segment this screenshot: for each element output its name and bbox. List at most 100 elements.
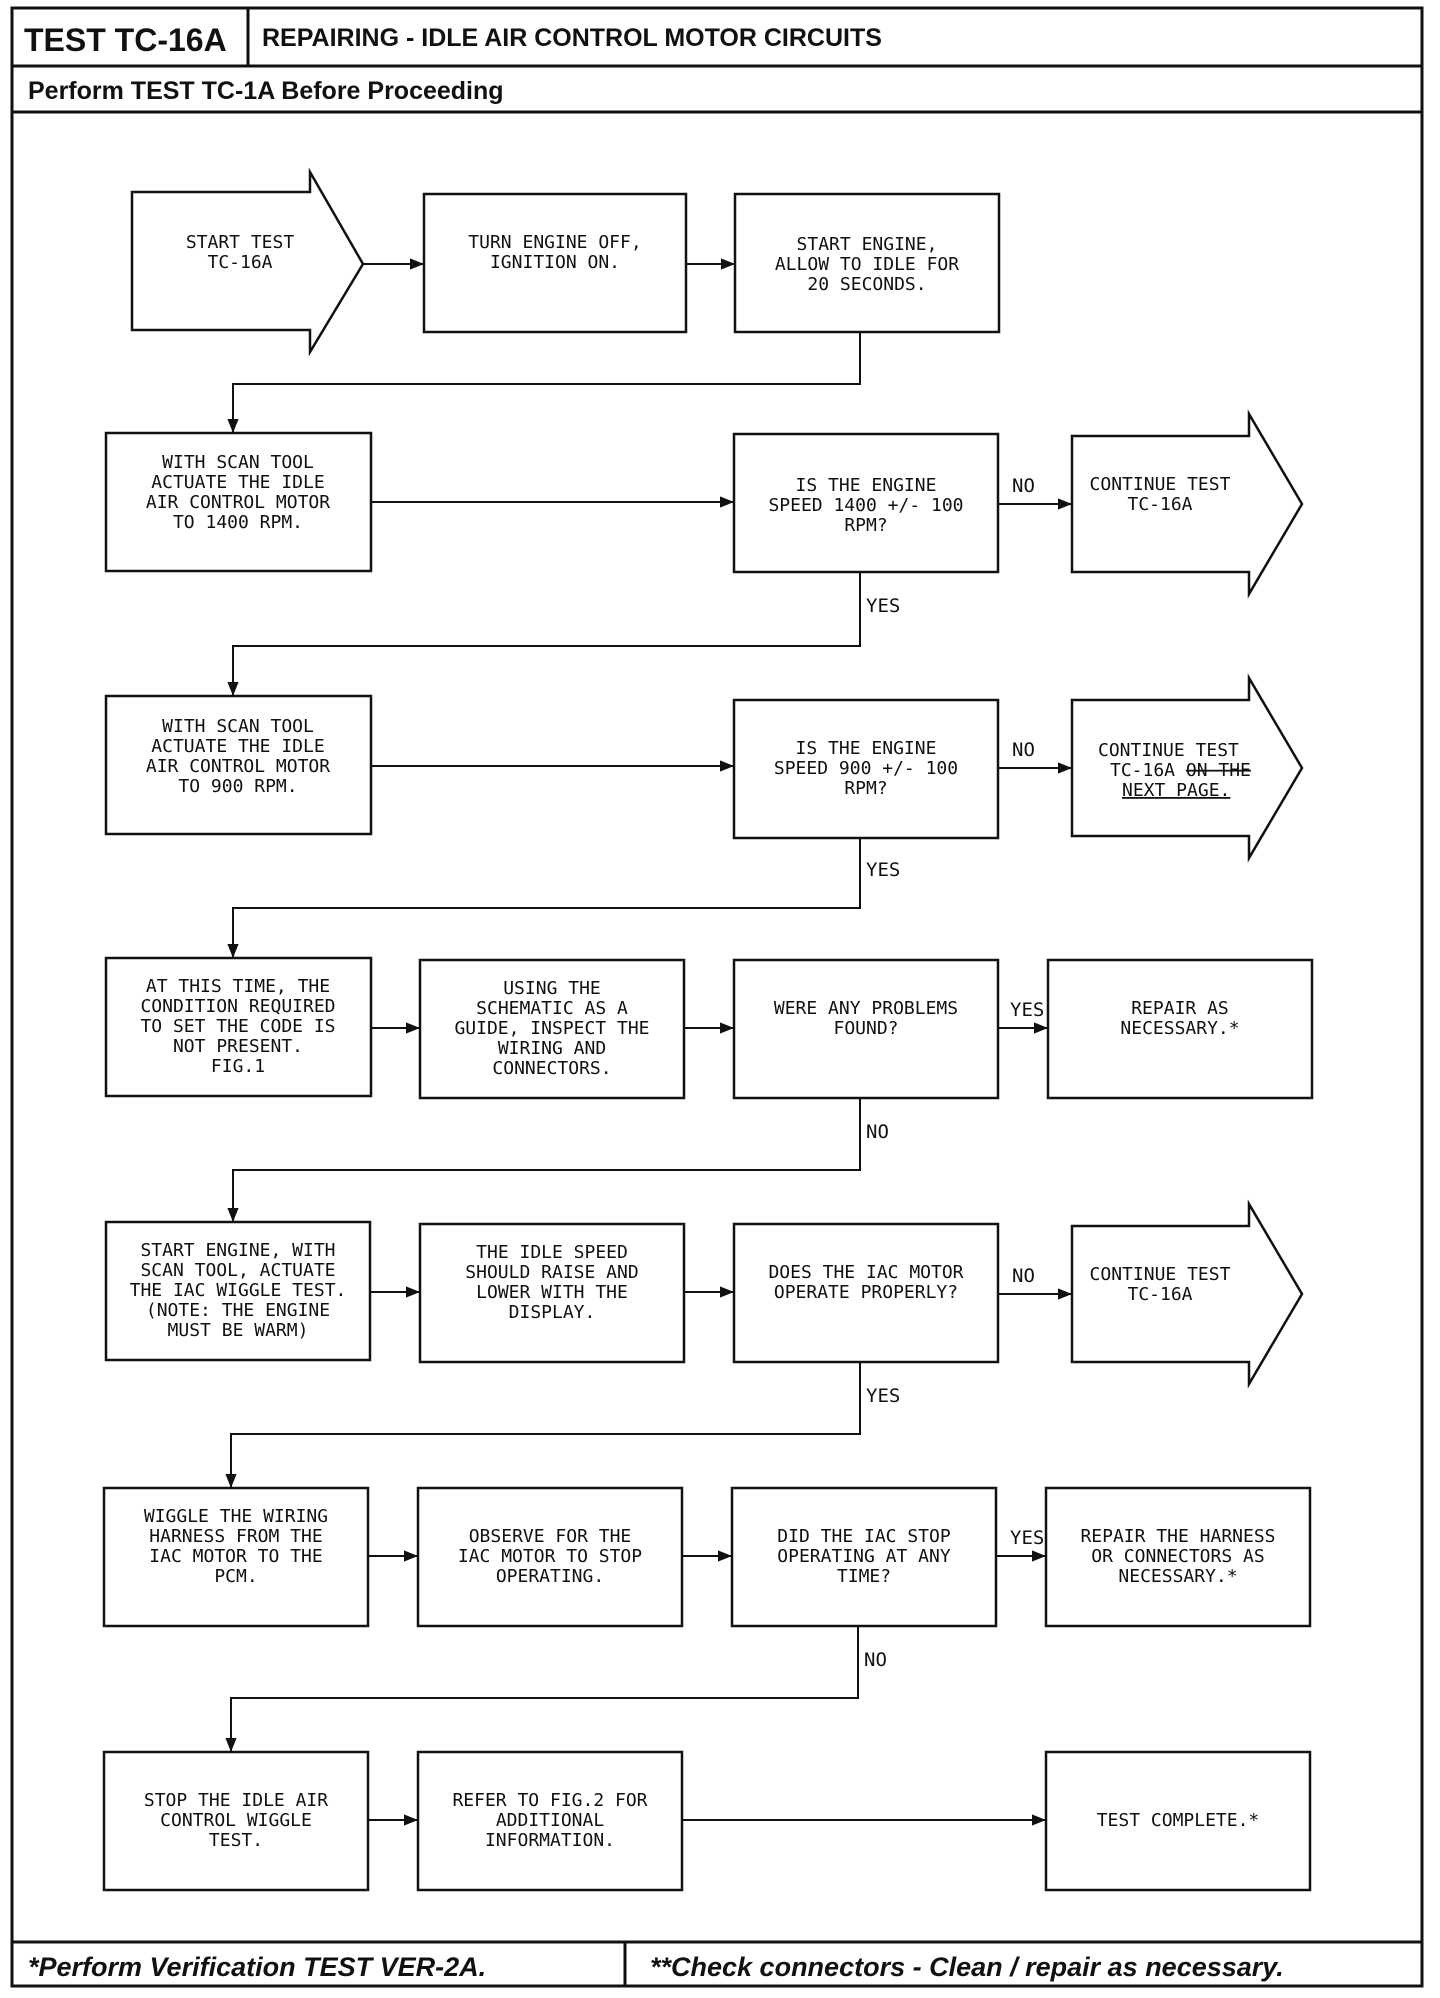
box-text-line: WIRING AND — [498, 1038, 606, 1059]
box-text-line: TURN ENGINE OFF, — [468, 232, 641, 253]
box-text-line: IAC MOTOR TO STOP — [458, 1546, 642, 1567]
box-text-line: SPEED 900 +/- 100 — [774, 758, 958, 779]
continue-2-struck-on-the: ON THE — [1186, 760, 1251, 781]
label-no-2: NO — [1012, 739, 1035, 761]
box-text-line: START TEST — [186, 232, 295, 253]
box-text-line: MUST BE WARM) — [168, 1320, 309, 1341]
box-text-line: TC-16A — [207, 252, 272, 273]
box-text-line: TIME? — [837, 1566, 891, 1587]
box-text-line: WIGGLE THE WIRING — [144, 1506, 328, 1527]
box-text-line: ACTUATE THE IDLE — [151, 472, 324, 493]
label-yes-3: YES — [1010, 999, 1044, 1021]
continue-arrow-1-shape — [1070, 409, 1304, 599]
box-text-line: TEST COMPLETE.* — [1097, 1810, 1260, 1831]
box-text-line: IAC MOTOR TO THE — [149, 1546, 322, 1567]
box-text-line: AT THIS TIME, THE — [146, 976, 330, 997]
page-title: REPAIRING - IDLE AIR CONTROL MOTOR CIRCU… — [262, 24, 882, 52]
box-text-line: IS THE ENGINE — [796, 738, 937, 759]
connector-labels: NO YES NO YES YES NO NO YES YES NO — [864, 475, 1044, 1671]
continue-2-struck-next-page: NEXT PAGE. — [1122, 780, 1230, 801]
box-text-line: CONDITION REQUIRED — [140, 996, 335, 1017]
label-no-3: NO — [866, 1121, 889, 1143]
box-text-line: SCHEMATIC AS A — [476, 998, 628, 1019]
box-text-line: OBSERVE FOR THE — [469, 1526, 632, 1547]
box-text-line: FIG.1 — [211, 1056, 265, 1077]
label-no-1: NO — [1012, 475, 1035, 497]
box-text-line: THE IDLE SPEED — [476, 1242, 628, 1263]
footer-connectors-note: **Check connectors - Clean / repair as n… — [650, 1952, 1284, 1982]
box-text-line: TO 900 RPM. — [178, 776, 297, 797]
box-text-line: SPEED 1400 +/- 100 — [768, 495, 963, 516]
test-code: TEST TC-16A — [24, 22, 227, 58]
box-text-line: DISPLAY. — [509, 1302, 596, 1323]
box-text-line: TO SET THE CODE IS — [140, 1016, 335, 1037]
box-text-line: OR CONNECTORS AS — [1091, 1546, 1264, 1567]
continue-2-line1: CONTINUE TEST — [1098, 740, 1239, 761]
label-yes-5: YES — [1010, 1527, 1044, 1549]
label-no-4: NO — [1012, 1265, 1035, 1287]
box-text-line: PCM. — [214, 1566, 257, 1587]
continue-2-code: TC-16A — [1110, 760, 1186, 781]
box-text-line: IGNITION ON. — [490, 252, 620, 273]
box-text-line: REFER TO FIG.2 FOR — [452, 1790, 647, 1811]
box-text-line: RPM? — [844, 778, 887, 799]
box-text-line: WITH SCAN TOOL — [162, 716, 314, 737]
prerequisite-note: Perform TEST TC-1A Before Proceeding — [28, 77, 504, 105]
box-text-line: DOES THE IAC MOTOR — [768, 1262, 963, 1283]
box-text-line: RPM? — [844, 515, 887, 536]
label-no-5: NO — [864, 1649, 887, 1671]
box-text-line: FOUND? — [833, 1018, 898, 1039]
continue-2-line2: TC-16A ON THE — [1110, 760, 1251, 781]
box-text-line: STOP THE IDLE AIR — [144, 1790, 328, 1811]
box-text-line: SHOULD RAISE AND — [465, 1262, 638, 1283]
footer-verification-note: *Perform Verification TEST VER-2A. — [28, 1952, 486, 1982]
box-text-line: START ENGINE, WITH — [140, 1240, 335, 1261]
box-text-line: ACTUATE THE IDLE — [151, 736, 324, 757]
continue-2-text: CONTINUE TEST TC-16A ON THE NEXT PAGE. — [1098, 740, 1251, 801]
box-text-line: TEST. — [209, 1830, 263, 1851]
box-text-line: INFORMATION. — [485, 1830, 615, 1851]
box-text-line: CONTINUE TEST — [1090, 474, 1231, 495]
box-text-line: DID THE IAC STOP — [777, 1526, 951, 1547]
box-text-line: OPERATING. — [496, 1566, 604, 1587]
continue-arrow-3-shape — [1070, 1199, 1304, 1389]
connectors — [225, 258, 1072, 1826]
box-text-line: NECESSARY.* — [1120, 1018, 1239, 1039]
box-text-line: LOWER WITH THE — [476, 1282, 628, 1303]
box-text-line: OPERATING AT ANY — [777, 1546, 951, 1567]
box-text-line: CONTINUE TEST — [1090, 1264, 1231, 1285]
box-text-line: NECESSARY.* — [1118, 1566, 1237, 1587]
box-text-line: TC-16A — [1127, 1284, 1192, 1305]
continue-arrow-2-shape — [1070, 673, 1304, 863]
box-text-line: WITH SCAN TOOL — [162, 452, 314, 473]
page-frame — [10, 6, 1424, 1988]
box-text-line: REPAIR THE HARNESS — [1080, 1526, 1275, 1547]
box-text-line: AIR CONTROL MOTOR — [146, 756, 330, 777]
box-text-line: START ENGINE, — [797, 234, 938, 255]
label-yes-4: YES — [866, 1385, 900, 1407]
box-text-line: IS THE ENGINE — [796, 475, 937, 496]
box-text-line: THE IAC WIGGLE TEST. — [130, 1280, 347, 1301]
box-text-line: SCAN TOOL, ACTUATE — [140, 1260, 335, 1281]
box-text-line: (NOTE: THE ENGINE — [146, 1300, 330, 1321]
box-text-line: USING THE — [503, 978, 601, 999]
box-text-line: AIR CONTROL MOTOR — [146, 492, 330, 513]
box-text-line: ALLOW TO IDLE FOR — [775, 254, 959, 275]
box-text-line: CONNECTORS. — [492, 1058, 611, 1079]
